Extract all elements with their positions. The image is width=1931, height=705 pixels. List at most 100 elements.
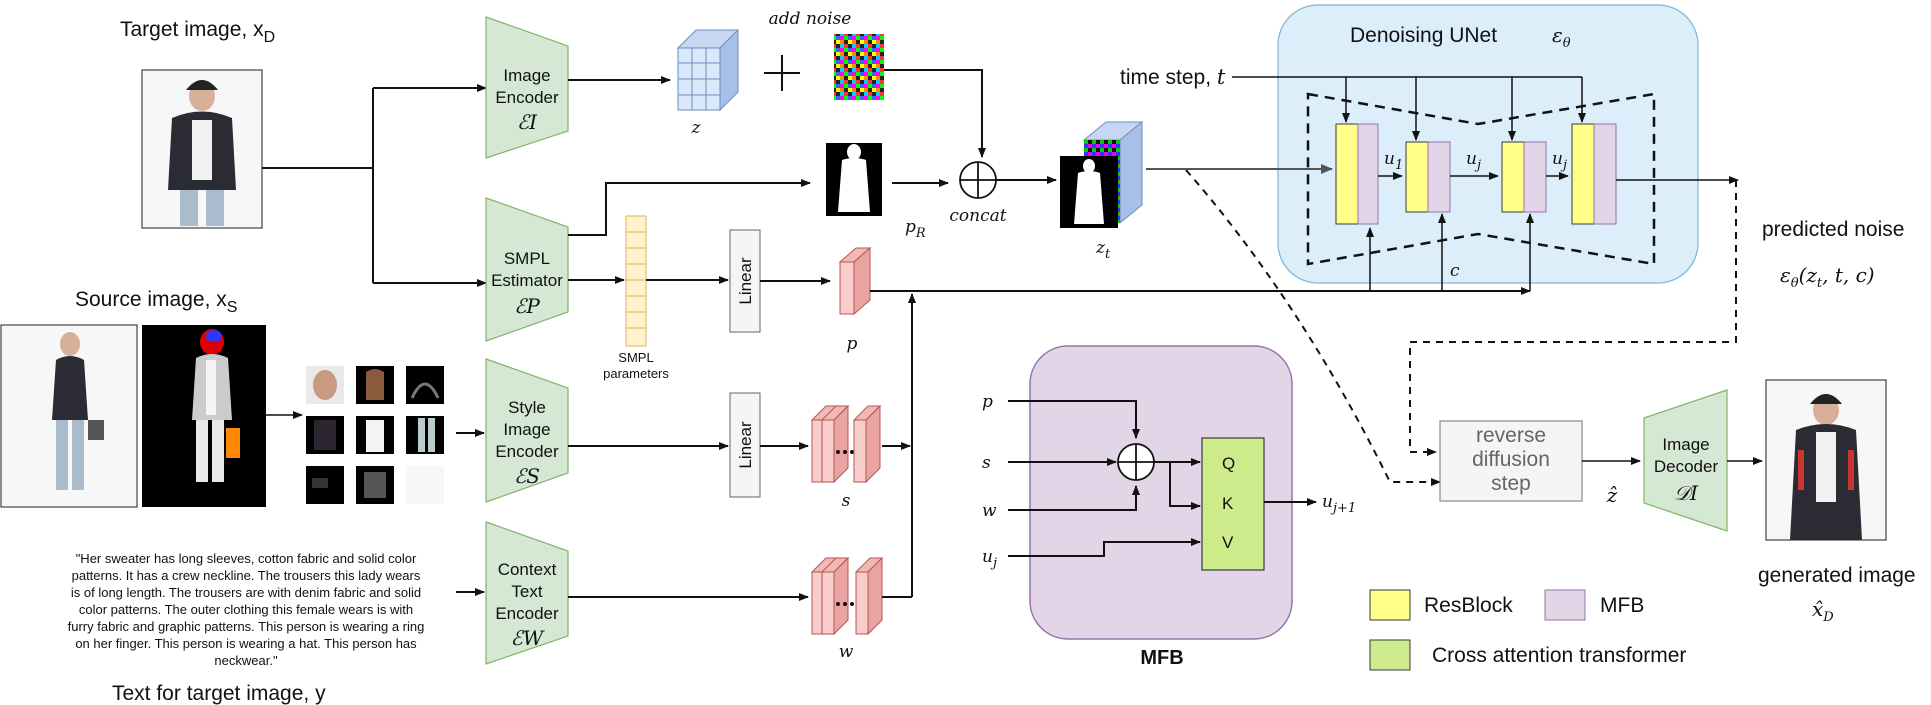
image-decoder: Image Decoder 𝒟I (1643, 389, 1728, 532)
svg-text:K: K (1222, 494, 1234, 513)
z-label: z (691, 118, 702, 138)
smpl-estimator-line2: Estimator (491, 271, 563, 290)
style-encoder-line1: Style (508, 398, 546, 417)
image-encoder-line1: Image (503, 66, 550, 85)
smpl-parameters-label-2: parameters (603, 366, 669, 381)
source-parsing-image (142, 325, 266, 507)
svg-text:Image: Image (1662, 435, 1709, 454)
linear-box-pose: Linear (729, 229, 761, 333)
target-text-quote: "Her sweater has long sleeves, cotton fa… (68, 551, 425, 668)
svg-text:furry fabric and graphic patte: furry fabric and graphic patterns. This … (68, 619, 425, 634)
mfb-w-label: w (982, 501, 997, 521)
s-feature-stack (810, 404, 882, 484)
unet-outline (1306, 92, 1656, 266)
svg-text:patterns. It has a crew neckli: patterns. It has a crew neckline. The tr… (72, 568, 421, 583)
smpl-estimator-symbol: ℰP (514, 294, 540, 318)
legend-resblock-swatch (1369, 589, 1411, 621)
unet-title: Denoising UNet (1350, 24, 1497, 47)
concat-label: concat (949, 206, 1006, 226)
svg-text:on her finger. This person is: on her finger. This person is wearing a … (75, 636, 417, 651)
legend-mfb-swatch (1544, 589, 1586, 621)
plus-icon (764, 55, 800, 91)
svg-text:reverse: reverse (1476, 424, 1546, 447)
epsilon-theta-label: εθ (1552, 23, 1571, 51)
source-image (0, 324, 138, 508)
smpl-estimator: SMPL Estimator ℰP (485, 197, 569, 342)
svg-text:color patterns. The outer clot: color patterns. The outer clothing this … (79, 602, 413, 617)
generated-image-label: generated image (1758, 564, 1916, 587)
predicted-noise-label: predicted noise (1762, 218, 1904, 241)
context-encoder-line1: Context (498, 560, 557, 579)
source-image-label: Source image, xS (75, 288, 237, 316)
context-encoder-line3: Encoder (495, 604, 559, 623)
mfb-uj-label: uj (982, 547, 997, 571)
cross-attention-block: Q K V (1201, 437, 1265, 571)
mfb-p-label: p (982, 392, 993, 412)
svg-text:"Her sweater has long sleeves,: "Her sweater has long sleeves, cotton fa… (76, 551, 417, 566)
svg-text:Q: Q (1222, 454, 1235, 473)
svg-text:Linear: Linear (736, 257, 755, 305)
smpl-estimator-line1: SMPL (504, 249, 550, 268)
uj-label-2: uj (1552, 149, 1567, 173)
style-encoder-line3: Encoder (495, 442, 559, 461)
garment-crops (306, 366, 444, 504)
legend-cross-attention-label: Cross attention transformer (1432, 644, 1686, 667)
zt-label: zt (1095, 238, 1111, 262)
style-encoder-line2: Image (503, 420, 550, 439)
uj-label: uj (1466, 149, 1481, 173)
context-text-encoder: Context Text Encoder ℰW (485, 521, 569, 665)
unet-block-3 (1501, 141, 1547, 213)
generated-image-formula: x̂D (1812, 597, 1834, 625)
generated-image (1765, 379, 1887, 541)
style-image-encoder: Style Image Encoder ℰS (485, 358, 569, 503)
zt-latent (1060, 120, 1144, 228)
svg-text:𝒟I: 𝒟I (1674, 481, 1699, 505)
unet-block-2 (1405, 141, 1451, 213)
linear-box-style: Linear (729, 392, 761, 498)
unet-block-1 (1335, 123, 1379, 225)
smpl-parameters-label-1: SMPL (618, 350, 653, 365)
add-noise-label: add noise (769, 9, 852, 29)
mfb-title: MFB (1140, 647, 1183, 669)
mfb-s-label: s (982, 453, 991, 473)
mfb-output-label: uj+1 (1322, 492, 1356, 516)
context-encoder-line2: Text (511, 582, 542, 601)
noise-image (834, 34, 884, 100)
svg-text:neckwear.": neckwear." (214, 653, 278, 668)
svg-text:diffusion: diffusion (1472, 448, 1550, 471)
latent-z-cube (676, 28, 740, 112)
p-label: p (847, 334, 858, 354)
text-target-label: Text for target image, y (112, 682, 326, 705)
reverse-diffusion-step: reverse diffusion step (1439, 420, 1583, 502)
svg-text:step: step (1491, 472, 1531, 495)
target-image (141, 69, 263, 229)
svg-text:Decoder: Decoder (1654, 457, 1719, 476)
u1-label: u1 (1384, 149, 1403, 173)
time-step-label: time step, t (1120, 65, 1226, 89)
z-hat-label: ẑ (1606, 483, 1618, 507)
image-encoder-symbol: ℰI (517, 110, 538, 134)
legend: ResBlock MFB Cross attention transformer (1369, 589, 1686, 671)
legend-cross-attention-swatch (1369, 639, 1411, 671)
smpl-parameters-vector (625, 215, 647, 347)
legend-resblock-label: ResBlock (1424, 594, 1513, 617)
unet-block-4 (1571, 123, 1617, 225)
svg-text:V: V (1222, 533, 1234, 552)
context-encoder-symbol: ℰW (511, 626, 545, 650)
w-label: w (839, 642, 854, 662)
style-encoder-symbol: ℰS (514, 464, 540, 488)
image-encoder: Image Encoder ℰI (485, 16, 569, 159)
target-image-label: Target image, xD (120, 18, 275, 46)
w-feature-stack (810, 556, 884, 636)
legend-mfb-label: MFB (1600, 594, 1644, 617)
image-encoder-line2: Encoder (495, 88, 559, 107)
concat-icon (959, 161, 997, 199)
predicted-noise-formula: εθ(zt, t, c) (1780, 263, 1875, 291)
c-label: c (1450, 261, 1460, 281)
p-feature (838, 246, 872, 316)
pose-mask-pR (826, 143, 882, 216)
svg-text:is of long length. The trouser: is of long length. The trousers are with… (71, 585, 421, 600)
svg-text:Linear: Linear (736, 421, 755, 469)
s-label: s (842, 491, 851, 511)
